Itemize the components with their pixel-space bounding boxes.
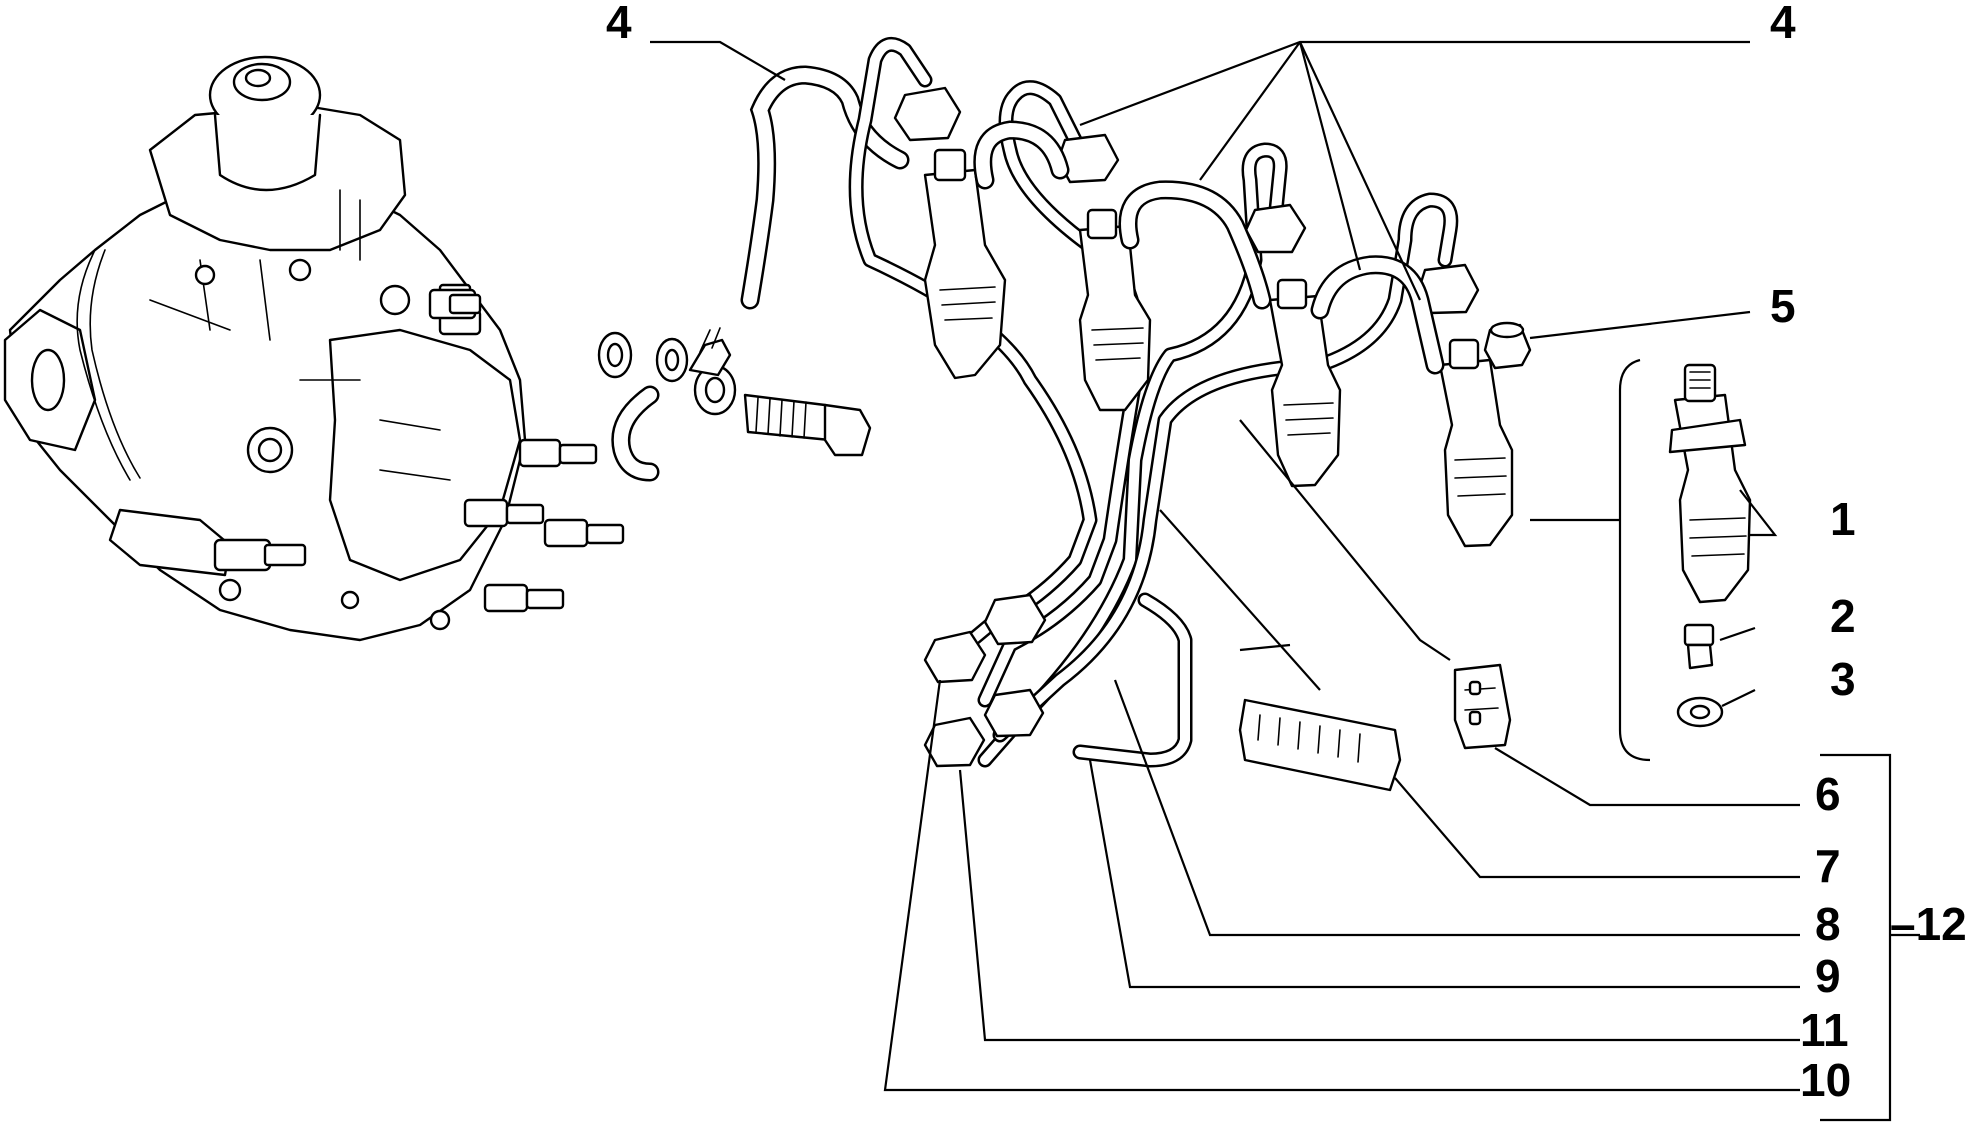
pipe-nuts-lower	[923, 593, 1047, 768]
nozzle	[1683, 623, 1715, 670]
callout-4-right: 4	[1770, 0, 1796, 48]
callout-1: 1	[1830, 493, 1856, 545]
callout-11: 11	[1800, 1004, 1849, 1056]
leak-off-hose-left	[740, 65, 910, 310]
banjo-bolt	[743, 393, 872, 457]
blanking-cap	[1483, 321, 1532, 370]
injector-detail-group	[1668, 363, 1752, 728]
callout-4-left: 4	[606, 0, 632, 48]
pipe-clamp-6	[1453, 663, 1512, 750]
injectors-installed	[923, 148, 1342, 488]
callout-3: 3	[1830, 653, 1856, 705]
pipe-nuts-upper	[893, 86, 1480, 315]
sealing-washer	[1676, 696, 1724, 728]
callout-5: 5	[1770, 280, 1796, 332]
callout-8: 8	[1815, 898, 1841, 950]
injection-pump	[3, 55, 625, 642]
callout-9: 9	[1815, 950, 1841, 1002]
callout-6: 6	[1815, 768, 1841, 820]
callout-7: 7	[1815, 840, 1841, 892]
injector-pipes-set	[848, 36, 1514, 768]
pipe-clamp-7	[1238, 698, 1402, 792]
leader-lines	[650, 40, 1920, 1122]
return-banjo-fitting-group	[597, 327, 872, 482]
callout-2: 2	[1830, 590, 1856, 642]
callout-10: 10	[1800, 1054, 1851, 1106]
callout-12: –12	[1890, 898, 1967, 950]
callout-labels: 4 4 5 1 2 3 6 7 8 9 11 10 –12	[606, 0, 1967, 1106]
